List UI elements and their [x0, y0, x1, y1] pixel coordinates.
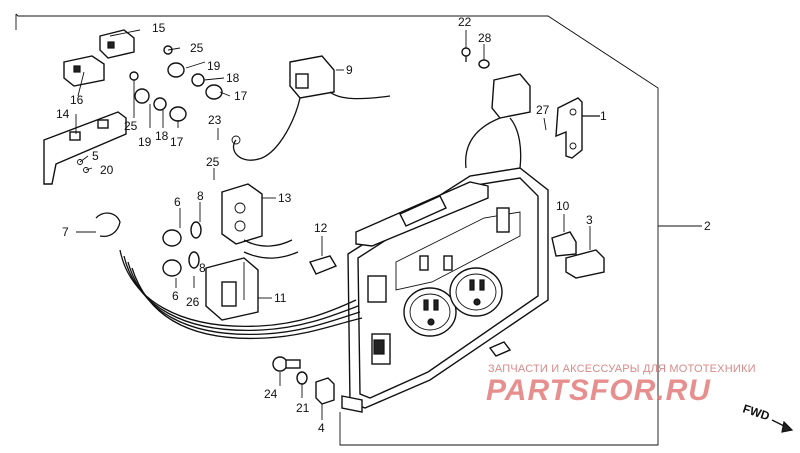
callout-25b: 25	[124, 119, 138, 133]
bracket-part-1	[555, 97, 600, 159]
wire-harness	[119, 239, 363, 340]
switch-part-15	[99, 29, 135, 59]
callout-7: 7	[62, 225, 69, 239]
callout-18b: 18	[155, 129, 169, 143]
callout-5: 5	[92, 149, 99, 163]
outlet-left	[403, 287, 457, 337]
watermark-tagline: ЗАПЧАСТИ И АКСЕССУАРЫ ДЛЯ МОТОТЕХНИКИ	[488, 363, 756, 375]
relay-connector-part-9	[231, 55, 391, 161]
callout-8b: 8	[199, 261, 206, 275]
leader-lines	[75, 29, 702, 420]
bulb-socket-upper	[162, 221, 202, 247]
callout-14: 14	[56, 107, 70, 121]
callout-17a: 17	[234, 89, 248, 103]
callout-23: 23	[208, 113, 222, 127]
callout-3: 3	[586, 213, 593, 227]
transformer-part-11	[205, 257, 259, 321]
callout-28: 28	[478, 31, 492, 45]
callout-13: 13	[278, 191, 292, 205]
washer-part-28	[478, 59, 490, 69]
bulb-socket-lower	[162, 251, 200, 277]
callout-19b: 19	[138, 135, 152, 149]
cap-part-12	[309, 255, 338, 275]
plug-cap	[488, 341, 512, 357]
outlet-right	[449, 267, 503, 317]
watermark: ЗАПЧАСТИ И АКСЕССУАРЫ ДЛЯ МОТОТЕХНИКИ PA…	[486, 363, 756, 407]
fuse-part-3	[565, 249, 605, 279]
fwd-label: FWD	[741, 402, 772, 424]
washer-part-21	[296, 371, 308, 385]
bracket-part-10	[551, 231, 577, 257]
fwd-arrow-icon	[771, 419, 794, 433]
callout-19a: 19	[207, 59, 221, 73]
callout-11: 11	[274, 291, 287, 305]
control-panel-housing	[341, 167, 549, 413]
callout-9: 9	[346, 63, 353, 77]
callout-6a: 6	[174, 195, 181, 209]
callout-27: 27	[536, 103, 550, 117]
callout-10: 10	[556, 199, 570, 213]
bushing-part-4	[315, 377, 335, 405]
switch-window-upper	[367, 275, 387, 303]
callout-4: 4	[318, 421, 325, 435]
callout-17b: 17	[170, 135, 184, 149]
callout-25c: 25	[206, 155, 220, 169]
forward-direction-indicator: FWD	[741, 402, 794, 433]
watermark-brand: PARTSFOR.RU	[486, 374, 711, 407]
callout-12: 12	[314, 221, 328, 235]
switch-part-16	[63, 55, 105, 87]
callout-26: 26	[186, 295, 200, 309]
callout-25a: 25	[190, 41, 204, 55]
callout-1: 1	[600, 109, 607, 123]
harness-relay-top	[465, 73, 531, 169]
callout-21: 21	[296, 401, 310, 415]
callout-20: 20	[100, 163, 114, 177]
callout-22: 22	[458, 15, 472, 29]
bolt-part-24	[272, 356, 301, 372]
relay-block-part-13	[221, 183, 263, 245]
socket-hardware-lower	[129, 71, 187, 122]
callout-labels: 1 2 3 4 5 6 6 7 8 8 9 10 11 12 13 14 15 …	[56, 15, 711, 435]
callout-8a: 8	[197, 189, 204, 203]
callout-6b: 6	[172, 289, 179, 303]
screw-part-22	[461, 47, 471, 62]
callout-15: 15	[152, 21, 166, 35]
assembly-frame	[15, 13, 659, 446]
callout-18a: 18	[226, 71, 240, 85]
switch-bracket-part-14	[43, 111, 127, 185]
clamp-part-7	[95, 212, 121, 238]
callout-16: 16	[70, 93, 84, 107]
callout-24: 24	[264, 387, 278, 401]
callout-2: 2	[704, 219, 711, 233]
